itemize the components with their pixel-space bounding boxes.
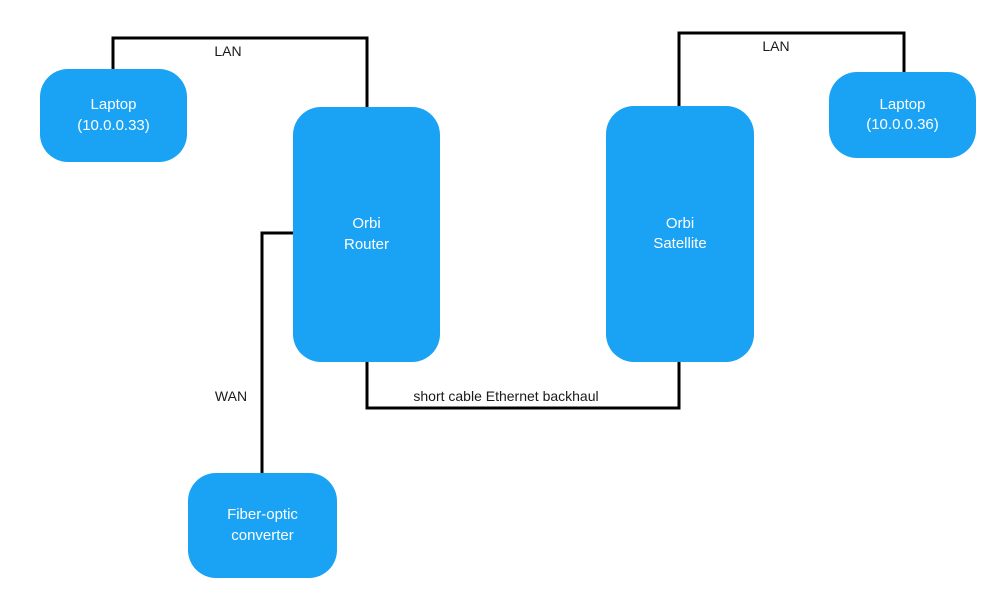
lan-right-label: LAN [758, 38, 794, 54]
node-orbi-satellite-label-line1: Orbi [665, 214, 695, 232]
node-fiber-optic-converter: Fiber-optic converter [188, 473, 337, 578]
node-laptop-left: Laptop (10.0.0.33) [40, 69, 187, 162]
node-orbi-router-label-line2: Router [343, 235, 390, 253]
node-fiber-optic-converter-label-line1: Fiber-optic [227, 506, 298, 524]
node-laptop-left-ip: (10.0.0.33) [77, 116, 150, 134]
node-laptop-right-ip: (10.0.0.36) [866, 116, 939, 133]
wan-label: WAN [210, 388, 252, 404]
node-fiber-optic-converter-label-line2: converter [231, 526, 294, 544]
node-laptop-right: Laptop (10.0.0.36) [829, 72, 976, 158]
node-orbi-satellite: Orbi Satellite [606, 106, 754, 362]
node-laptop-right-name: Laptop [879, 95, 926, 113]
node-orbi-router: Orbi Router [293, 107, 440, 362]
lan-left-label: LAN [210, 43, 246, 59]
backhaul-line [365, 362, 681, 410]
wan-line [260, 231, 293, 473]
node-laptop-left-name: Laptop [90, 96, 137, 114]
node-orbi-router-label-line1: Orbi [352, 215, 381, 233]
backhaul-label: short cable Ethernet backhaul [409, 388, 603, 404]
node-orbi-satellite-label-line2: Satellite [653, 235, 707, 252]
lan-right-line [677, 31, 906, 106]
lan-left-line [111, 36, 369, 107]
